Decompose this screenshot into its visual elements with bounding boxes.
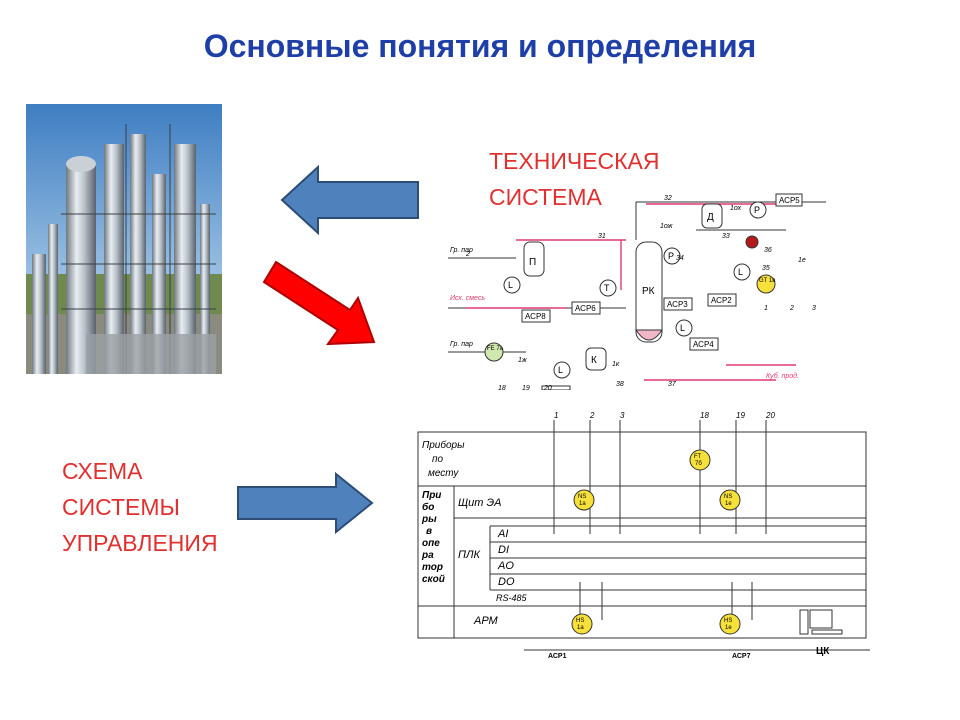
svg-text:3: 3 xyxy=(620,411,625,420)
left-arrow-icon xyxy=(280,165,419,235)
svg-text:АСР1: АСР1 xyxy=(548,653,567,660)
svg-text:П: П xyxy=(529,257,536,268)
svg-text:1ж: 1ж xyxy=(518,357,528,364)
svg-text:по: по xyxy=(432,454,444,465)
svg-text:32: 32 xyxy=(664,195,672,202)
svg-text:1ож: 1ож xyxy=(660,223,674,230)
svg-text:19: 19 xyxy=(736,411,745,420)
svg-text:3: 3 xyxy=(812,305,816,312)
svg-text:АСР8: АСР8 xyxy=(525,312,546,321)
svg-text:бо: бо xyxy=(422,501,434,513)
svg-text:AO: AO xyxy=(497,560,514,572)
svg-text:1е: 1е xyxy=(725,625,732,631)
svg-text:1: 1 xyxy=(554,411,558,420)
svg-text:7б: 7б xyxy=(695,461,702,467)
workstation-icon xyxy=(799,609,843,635)
svg-text:37: 37 xyxy=(668,381,677,388)
svg-text:19: 19 xyxy=(522,385,530,390)
svg-text:ской: ской xyxy=(422,574,445,585)
vessel-k xyxy=(585,347,607,371)
svg-text:АСР4: АСР4 xyxy=(693,340,714,349)
svg-text:ПЛК: ПЛК xyxy=(458,549,481,561)
svg-text:33: 33 xyxy=(722,233,730,240)
right-arrow-icon xyxy=(237,472,374,534)
svg-text:L: L xyxy=(558,365,563,375)
svg-text:35: 35 xyxy=(762,265,770,272)
svg-text:DO: DO xyxy=(498,576,515,588)
svg-text:АСР6: АСР6 xyxy=(575,304,596,313)
svg-text:2: 2 xyxy=(789,305,794,312)
plant-photo xyxy=(26,104,222,374)
svg-text:2: 2 xyxy=(465,251,470,258)
process-diagram: П РК Д К АСР5 АСР6 АСР8 АСР3 АСР2 АСР4 L… xyxy=(448,193,826,390)
svg-text:FT: FT xyxy=(694,454,702,460)
svg-text:NS: NS xyxy=(724,494,732,500)
svg-text:АСР3: АСР3 xyxy=(667,300,688,309)
svg-text:АСР5: АСР5 xyxy=(779,196,800,205)
svg-text:тор: тор xyxy=(422,562,443,573)
svg-text:L: L xyxy=(680,323,685,333)
svg-text:38: 38 xyxy=(616,381,624,388)
svg-text:L: L xyxy=(738,267,743,277)
svg-text:AI: AI xyxy=(497,528,508,540)
svg-text:T: T xyxy=(604,283,610,293)
svg-text:DI: DI xyxy=(498,544,509,556)
svg-text:P: P xyxy=(668,251,674,261)
svg-text:31: 31 xyxy=(598,233,606,240)
slide-title: Основные понятия и определения xyxy=(203,28,757,64)
diagonal-red-arrow-icon xyxy=(262,260,376,346)
svg-text:Приборы: Приборы xyxy=(422,439,465,451)
svg-text:Щит ЭА: Щит ЭА xyxy=(458,497,501,509)
svg-text:Д: Д xyxy=(707,212,714,223)
svg-text:18: 18 xyxy=(498,385,506,390)
columns xyxy=(32,124,216,374)
svg-text:L: L xyxy=(508,280,513,290)
svg-text:ЦК: ЦК xyxy=(816,646,830,657)
svg-text:ры: ры xyxy=(421,514,437,525)
svg-text:Гр. пар: Гр. пар xyxy=(450,341,473,348)
vessel-d xyxy=(701,203,723,229)
svg-text:АСР7: АСР7 xyxy=(732,653,751,660)
svg-text:ра: ра xyxy=(421,550,434,561)
column-rk xyxy=(635,241,663,343)
svg-text:месту: месту xyxy=(428,468,459,479)
svg-text:NS: NS xyxy=(578,494,586,500)
svg-text:1а: 1а xyxy=(579,501,586,507)
svg-text:1е: 1е xyxy=(725,501,732,507)
svg-text:GT 1в: GT 1в xyxy=(759,278,775,284)
svg-text:При: При xyxy=(422,490,441,501)
svg-text:1ох: 1ох xyxy=(730,205,742,212)
svg-text:34: 34 xyxy=(676,255,684,262)
svg-text:18: 18 xyxy=(700,411,709,420)
svg-text:1: 1 xyxy=(764,305,768,312)
svg-text:опе: опе xyxy=(422,538,440,549)
technical-system-label: ТЕХНИЧЕСКАЯ СИСТЕМА xyxy=(489,148,660,210)
svg-text:Гр. пар: Гр. пар xyxy=(450,247,473,254)
svg-text:Р: Р xyxy=(754,205,760,215)
svg-text:FE 7а: FE 7а xyxy=(487,346,504,352)
svg-text:РК: РК xyxy=(642,286,655,297)
control-scheme-label: СХЕМА СИСТЕМЫ УПРАВЛЕНИЯ xyxy=(62,458,218,556)
svg-text:К: К xyxy=(591,355,597,366)
svg-text:HS: HS xyxy=(724,618,732,624)
svg-text:Куб. прод.: Куб. прод. xyxy=(766,372,799,380)
svg-text:2: 2 xyxy=(589,411,595,420)
svg-text:АРМ: АРМ xyxy=(473,615,499,627)
svg-text:Исх. смесь: Исх. смесь xyxy=(450,295,485,302)
svg-text:20: 20 xyxy=(543,385,552,390)
svg-text:36: 36 xyxy=(764,247,772,254)
svg-text:RS-485: RS-485 xyxy=(496,593,528,603)
svg-text:в: в xyxy=(426,526,432,537)
svg-text:1а: 1а xyxy=(577,625,584,631)
control-scheme-diagram: 1 2 3 18 19 20 Приборы по месту При бо р… xyxy=(417,411,870,660)
svg-text:20: 20 xyxy=(765,411,775,420)
svg-text:1е: 1е xyxy=(798,257,806,264)
svg-text:HS: HS xyxy=(576,618,584,624)
svg-text:АСР2: АСР2 xyxy=(711,296,732,305)
vessel-p xyxy=(523,241,545,277)
svg-text:1к: 1к xyxy=(612,361,620,368)
